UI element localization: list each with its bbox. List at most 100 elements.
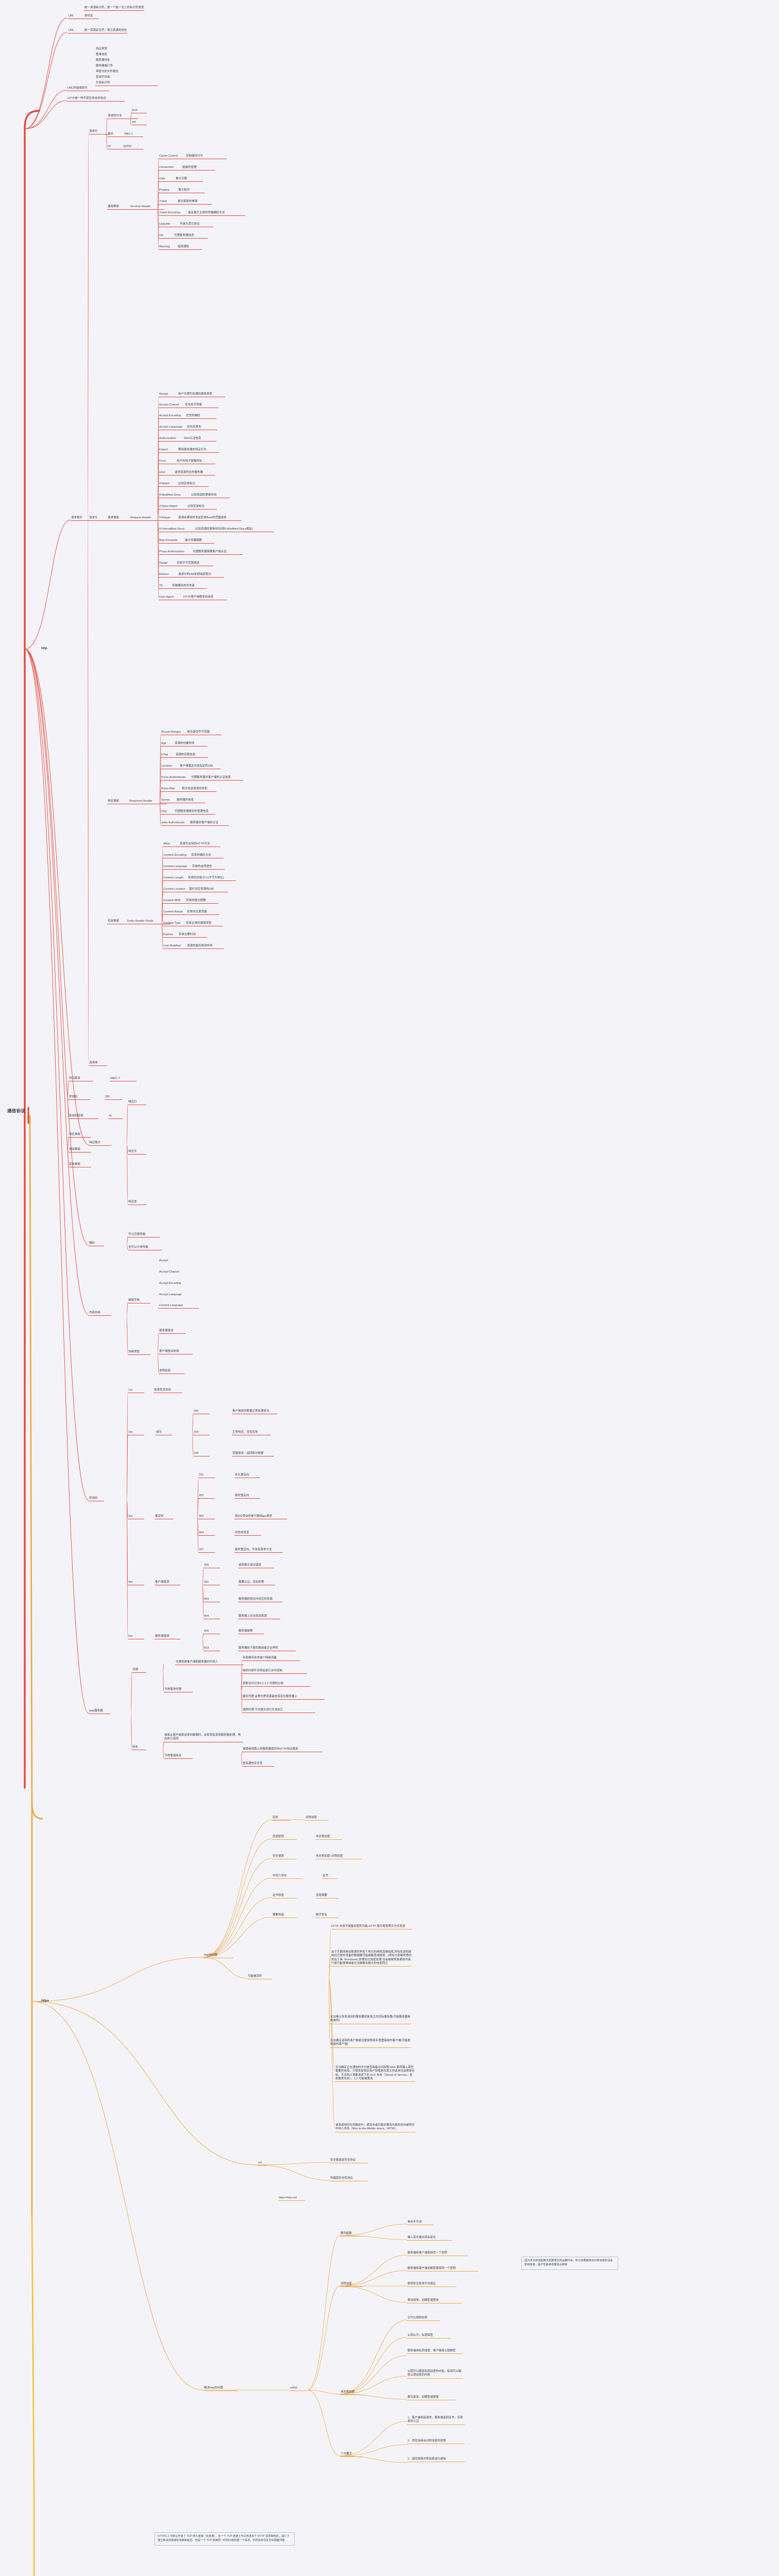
node-uri-label[interactable]: URI (68, 14, 99, 20)
node-response-message[interactable]: 响应报文 (89, 1141, 111, 1146)
node-hash-label[interactable]: 散列函数 (340, 2232, 363, 2237)
node-resp-status-val[interactable]: 200 (105, 1095, 122, 1100)
header-field[interactable]: Cache-Control (159, 155, 191, 160)
header-field[interactable]: Trailer-Encoding (159, 211, 196, 216)
node-symmetric-1[interactable]: 服务端和客户端加解密使用同一个密钥 (407, 2267, 478, 2272)
node-uri-note-0[interactable]: 统一资源标识符，是一个独一无二的标识符类型 (84, 6, 145, 11)
node-group-response-cn[interactable]: 响应首部 (107, 800, 139, 805)
status-code[interactable]: 403 (204, 1598, 220, 1603)
header-field[interactable]: Content-Range (163, 910, 193, 916)
node-response-line[interactable]: 响应行 (128, 1100, 146, 1106)
header-field-desc[interactable]: 代理服务器对客户端的认证信息 (191, 776, 243, 781)
node-eavesdrop-item-2[interactable]: 无法确认你发送到的服务器就是真正的目标服务器(可能服务器是伪装的) (330, 2015, 411, 2024)
https-fix[interactable]: 非对称加密+对称加密 (315, 1855, 362, 1860)
status-group-code[interactable]: 3xx (128, 1515, 144, 1520)
header-field-desc[interactable]: 优先的语言 (187, 426, 217, 431)
https-issue[interactable]: 证书伪造 (272, 1894, 297, 1899)
status-code-desc[interactable]: 永久重定向 (234, 1473, 260, 1479)
header-field[interactable]: Accept-Charset (159, 403, 193, 409)
node-handshake-0[interactable]: 1、客户端发起请求，服务端返回证书，实现身份认证 (407, 2416, 465, 2425)
node-proxy-why-3[interactable]: 缓存代理 会预先把资源副本保存在服务器上 (242, 1695, 325, 1700)
status-code[interactable]: 404 (204, 1615, 220, 1620)
status-code[interactable]: 304 (198, 1531, 215, 1536)
header-field-desc[interactable]: 实体的位置范围 (187, 910, 219, 916)
header-field[interactable]: Warning (159, 245, 183, 250)
header-field-desc[interactable]: 服务器对客户端的认证 (190, 821, 229, 826)
node-cn-hf-2[interactable]: Accept-Encoding (159, 1282, 181, 1285)
status-code[interactable]: 301 (198, 1473, 215, 1479)
node-proxy-why-4[interactable]: 透明代理 不对报文进行任何加工 (242, 1708, 315, 1714)
node-group-general-en[interactable]: General Header (130, 205, 164, 210)
header-field[interactable]: Range (159, 562, 181, 567)
node-status-codes[interactable]: 状态码 (89, 1497, 104, 1502)
node-req-proto[interactable]: 协议 (107, 132, 138, 138)
node-response-body[interactable]: 响应体 (128, 1200, 146, 1206)
node-encoding[interactable]: 编码 (89, 1242, 104, 1247)
header-field-desc[interactable]: 替代对应资源的URI (189, 888, 228, 893)
branch-label-https[interactable]: https (41, 1999, 49, 2003)
header-field-desc[interactable]: 资源可支持的HTTP方法 (179, 842, 221, 848)
header-field[interactable]: Accept-Ranges (161, 731, 194, 736)
header-field[interactable]: Referer (159, 573, 181, 578)
https-fix[interactable]: 对称加密 (305, 1816, 329, 1821)
node-req-method-get[interactable]: get (131, 121, 147, 126)
node-gateway-why-0[interactable]: 使通信线路上的服务器提供非HTTP协议服务 (242, 1748, 323, 1753)
header-field[interactable]: ETag (161, 753, 179, 758)
header-field-desc[interactable]: 资源的最后修改时间 (187, 944, 224, 950)
status-group-name[interactable]: 客户端错误 (155, 1581, 180, 1586)
header-field-desc[interactable]: 服务器的信息 (176, 799, 205, 804)
node-resp-head-2[interactable]: 实体首部 (69, 1163, 91, 1168)
status-code-desc[interactable]: 需要认证，没有权限 (238, 1581, 275, 1586)
header-field-desc[interactable]: 实体字节范围请求 (176, 562, 213, 567)
header-field[interactable]: Expires (163, 933, 182, 938)
header-field-desc[interactable]: 用户代理可处理的媒体类型 (178, 393, 225, 398)
node-url-part-1[interactable]: 登录信息 (96, 53, 107, 56)
node-group-response-en[interactable]: Response Header (129, 800, 167, 805)
node-eavesdrop-item-1[interactable]: 由于互联网是由联通世界各个地方的网络设施组成,所有发送和接收经过某些设备的数据都… (331, 1951, 412, 1967)
node-gateway-def[interactable]: 接收从客户端发送来的数据时，会转发给其他服务器处理，再由自己返回 (164, 1734, 243, 1742)
status-code-desc[interactable]: 临时重定向，不改变请求方法 (234, 1548, 283, 1553)
node-cn-hf-3[interactable]: Accept-Language (159, 1293, 182, 1296)
node-symmetric-3[interactable]: 算法简单，加解密速度快 (407, 2299, 462, 2304)
https-fix[interactable]: 数字签名 (315, 1913, 339, 1919)
header-field-desc[interactable]: 实体主体的媒体类型 (185, 922, 223, 927)
node-hash-0[interactable]: 单向不可逆 (407, 2221, 434, 2226)
node-asymmetric-2[interactable]: 服务端用私钥加密，客户端用公钥解密 (407, 2349, 463, 2354)
header-field[interactable]: If-Unmodified-Since (159, 528, 202, 533)
status-group-name[interactable]: 信息性状态码 (154, 1388, 182, 1394)
https-issue[interactable]: 传递密钥 (272, 1835, 297, 1840)
header-field[interactable]: Content-Location (163, 888, 196, 893)
node-proxy-why-0[interactable]: 利用缓存技术减少网络流量 (242, 1656, 300, 1662)
node-cn-hf-4[interactable]: Content-Language (159, 1304, 199, 1309)
node-group-request-cn[interactable]: 请求首部 (107, 516, 139, 521)
node-proxy-why-2[interactable]: 获取访问日志4.2.1.2 代理的分类 (242, 1682, 310, 1687)
status-group-name[interactable]: 服务端错误 (155, 1635, 180, 1640)
status-group-code[interactable]: 5xx (128, 1635, 144, 1640)
node-handshake-2[interactable]: 3、最后使用对称加密进行通信 (407, 2458, 465, 2463)
node-cn-hf-1[interactable]: Accept-Charset (159, 1270, 179, 1274)
node-symmetric-label[interactable]: 对称加密 (340, 2282, 363, 2287)
status-code[interactable]: 302 (198, 1494, 215, 1499)
header-field[interactable]: Accept (159, 393, 181, 398)
status-code-desc[interactable]: 正常响应，没有实体 (232, 1431, 271, 1436)
node-symmetric-0[interactable]: 服务端和客户端使用同一个密钥 (407, 2251, 468, 2257)
status-code-desc[interactable]: 客户端发的数据正常处理成功 (232, 1410, 277, 1415)
node-req-url-val[interactable]: /getlist (123, 145, 143, 150)
header-field-desc[interactable]: 期待服务器的特定行为 (178, 448, 219, 453)
https-fix[interactable]: 消息摘要 (315, 1894, 339, 1899)
status-code-desc[interactable]: 服务器上无法找到资源 (238, 1615, 280, 1620)
node-eavesdrop-item-0[interactable]: HTTP 本身不具备加密的功能,HTTP 报文使用明文方式发送 (331, 1925, 412, 1930)
https-issue[interactable]: 摘要伪造 (272, 1913, 297, 1919)
header-field-desc[interactable]: 实体的内容大小(字节为单位) (188, 876, 236, 882)
node-url-label[interactable]: URL (68, 29, 99, 34)
header-field[interactable]: Content-Length (163, 876, 193, 882)
node-cn-type-1[interactable]: 客户端驱动协商 (159, 1350, 193, 1355)
header-field[interactable]: Via (159, 234, 177, 239)
header-field-desc[interactable]: 链接的管理 (182, 166, 215, 171)
node-ssl-label[interactable]: ssl (258, 2161, 267, 2166)
node-url-part-0[interactable]: 协议类型 (96, 47, 107, 50)
status-group-name[interactable]: 重定向 (155, 1515, 173, 1520)
header-field-desc[interactable]: 代理服务器信息 (174, 234, 208, 239)
node-symmetric-2[interactable]: 密钥安全性得不到保证 (407, 2282, 456, 2287)
status-code[interactable]: 503 (204, 1647, 220, 1652)
